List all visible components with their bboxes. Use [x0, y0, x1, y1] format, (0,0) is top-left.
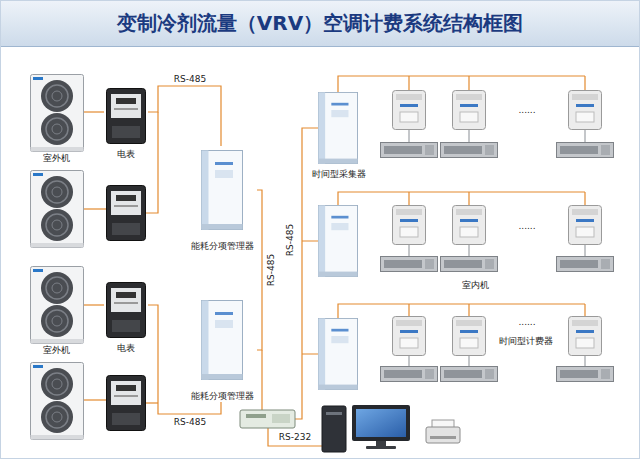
device-label: 能耗分项管理器	[191, 241, 254, 251]
timer-meter	[393, 317, 426, 356]
timer-meter	[453, 317, 486, 356]
monitor-screen	[356, 409, 406, 437]
signal-wire	[257, 190, 262, 350]
drive-bay	[326, 412, 342, 415]
timer-meter-label-node: 时间型计费器	[492, 333, 560, 347]
signal-label: RS-485	[285, 223, 295, 257]
timer-meter	[569, 317, 602, 356]
device-label: 室内机	[462, 280, 489, 290]
wire	[146, 112, 158, 213]
timer-meter	[453, 206, 486, 245]
indoor-unit	[557, 367, 614, 382]
meter-node: 电表	[104, 280, 148, 354]
wire	[409, 130, 585, 142]
ellipsis-mark: ......	[517, 105, 536, 115]
indoor-unit	[381, 143, 438, 158]
collector-cabinet	[318, 205, 357, 276]
computer-tower	[322, 406, 346, 452]
wire	[84, 208, 106, 209]
converter	[240, 410, 295, 428]
device-label: 室外机	[43, 153, 70, 163]
signal-label: RS-485	[266, 253, 276, 287]
printer-slot	[430, 436, 456, 439]
printer-body	[426, 427, 460, 443]
indoor-unit	[557, 257, 614, 272]
monitor-base	[366, 446, 396, 449]
outdoor-unit	[31, 171, 84, 248]
monitor-stand	[376, 441, 386, 446]
wire	[146, 402, 158, 403]
device-label: 时间型采集器	[312, 169, 366, 179]
electric-meter	[107, 283, 146, 338]
collector-cabinet	[318, 92, 357, 163]
converter-body	[240, 410, 295, 428]
meter-node: 电表	[104, 86, 148, 160]
computer	[322, 405, 410, 452]
outdoor-unit-node: 室外机	[28, 264, 84, 356]
device-label: 时间型计费器	[499, 336, 553, 346]
timer-meter	[569, 206, 602, 245]
device-label: 室外机	[43, 345, 70, 355]
indoor-unit	[441, 257, 498, 272]
signal-wire	[148, 86, 221, 146]
electric-meter	[107, 186, 146, 241]
outdoor-unit	[31, 363, 84, 440]
indoor-unit	[441, 143, 498, 158]
indoor-unit	[381, 257, 438, 272]
wire	[338, 304, 585, 318]
manager-node: 能耗分项管理器	[188, 296, 257, 402]
collector-node: 时间型采集器	[305, 90, 372, 180]
wire	[84, 399, 106, 400]
title-rule	[0, 46, 640, 47]
device-label: 电表	[117, 343, 135, 353]
monitor	[352, 405, 410, 441]
wire	[261, 350, 262, 410]
printer	[426, 420, 460, 443]
wire	[409, 245, 585, 256]
ellipsis-mark: ......	[517, 221, 536, 231]
converter-port	[272, 414, 290, 423]
ellipsis-mark: ......	[517, 317, 536, 327]
indoor-unit	[381, 367, 438, 382]
timer-meter	[393, 206, 426, 245]
timer-meter	[393, 91, 426, 130]
outdoor-unit-node: 室外机	[28, 72, 84, 164]
manager-cabinet	[202, 151, 243, 230]
electric-meter	[107, 376, 146, 431]
indoor-unit-label-node: 室内机	[452, 277, 498, 291]
indoor-unit	[441, 367, 498, 382]
signal-label: RS-232	[278, 432, 312, 442]
manager-node: 能耗分项管理器	[188, 146, 257, 252]
collector-cabinet	[318, 318, 357, 389]
signal-label: RS-485	[173, 417, 207, 427]
diagram-title: 变制冷剂流量（VRV）空调计费系统结构框图	[0, 0, 640, 46]
wires	[84, 76, 585, 446]
converter-panel	[246, 414, 266, 418]
manager-cabinet	[202, 301, 243, 380]
indoor-unit	[557, 143, 614, 158]
wire	[338, 192, 585, 205]
timer-meter	[569, 91, 602, 130]
signal-wire	[84, 111, 104, 112]
device-label: 电表	[117, 149, 135, 159]
signal-wire	[84, 304, 104, 305]
wire	[409, 356, 585, 366]
signal-label: RS-485	[173, 74, 207, 84]
device-label: 能耗分项管理器	[191, 391, 254, 401]
wire	[338, 76, 585, 92]
outdoor-unit	[31, 75, 84, 152]
title-band	[0, 0, 640, 46]
wire	[268, 428, 322, 446]
timer-meter	[453, 91, 486, 130]
unit-links	[409, 130, 585, 366]
outdoor-unit	[31, 267, 84, 344]
electric-meter	[107, 89, 146, 144]
